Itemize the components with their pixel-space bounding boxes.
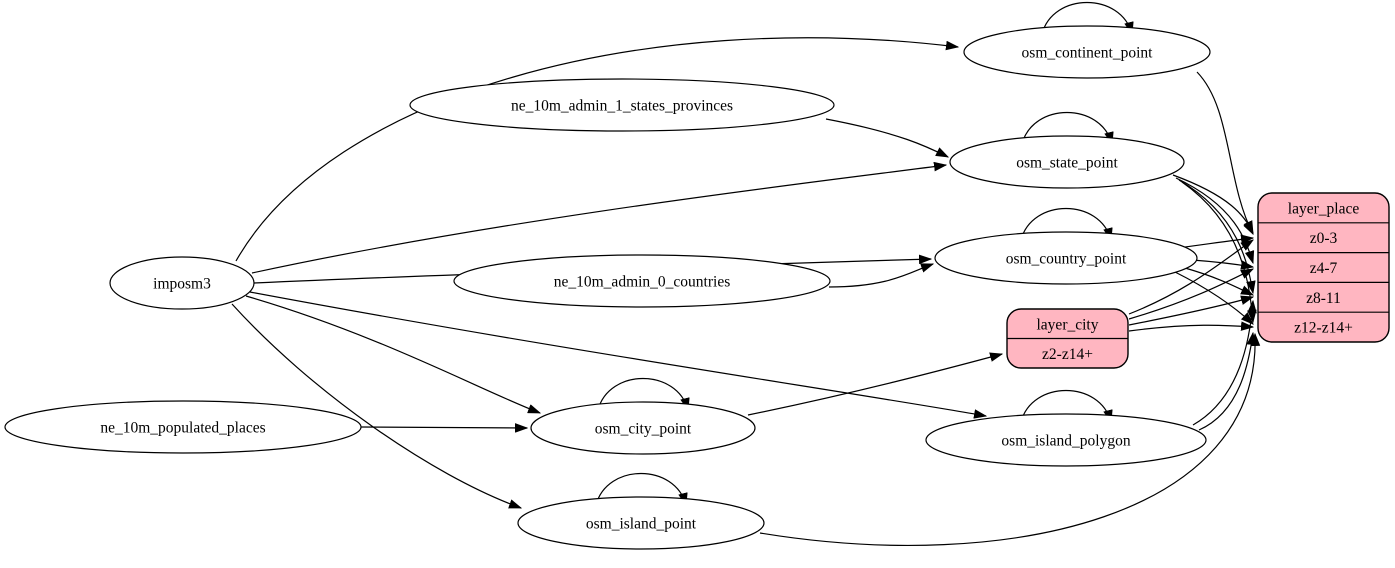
node-label-osm_country_point: osm_country_point	[1006, 251, 1127, 268]
node-osm_island_point: osm_island_point	[517, 496, 765, 550]
edge-layer_city-to-layer_place-z4-7	[1128, 268, 1255, 320]
edge-osm_state_point-to-layer_place-z8-11	[1178, 179, 1256, 295]
edge-imposm3-to-osm_island_polygon	[249, 291, 988, 419]
edge-osm_continent_point-to-layer_place-z0-3	[1196, 71, 1254, 236]
edge-osm_island_polygon-to-layer_place-z8-11	[1192, 299, 1257, 426]
record-title-layer_place: layer_place	[1288, 200, 1360, 217]
edge-osm_country_point-to-layer_place-z0-3	[1177, 234, 1255, 249]
node-label-osm_island_polygon: osm_island_polygon	[1001, 433, 1130, 450]
node-shape-ne_10m_admin_1_states_provinces	[409, 78, 835, 132]
edge-imposm3-to-osm_state_point	[251, 161, 948, 274]
edge-imposm3-to-osm_continent_point	[235, 37, 960, 262]
edge-layer	[231, 2, 1261, 546]
node-label-osm_state_point: osm_state_point	[1016, 155, 1118, 172]
record-layer_place: layer_place z0-3 z4-7 z8-11 z12-z14+	[1257, 192, 1390, 343]
node-ne_10m_populated_places: ne_10m_populated_places	[4, 400, 362, 454]
node-osm_island_polygon: osm_island_polygon	[925, 413, 1207, 467]
node-osm_city_point: osm_city_point	[530, 401, 756, 455]
record-title-layer_city: layer_city	[1037, 316, 1099, 333]
record-row-layer_place-z0-3: z0-3	[1310, 230, 1338, 247]
self-loop-osm_continent_point	[1041, 2, 1134, 36]
edge-osm_city_point-to-layer_city-z2-z14+	[747, 352, 1004, 416]
edge-imposm3-to-osm_city_point	[245, 295, 542, 414]
record-row-layer_place-z4-7: z4-7	[1310, 260, 1338, 277]
edge-layer_city-to-layer_place-z12-z14+	[1128, 321, 1255, 332]
node-shape-ne_10m_admin_0_countries	[453, 254, 831, 308]
edge-ne_10m_admin_0_countries-to-osm_country_point	[828, 263, 935, 288]
node-label-osm_island_point: osm_island_point	[586, 516, 697, 533]
node-shape-osm_island_polygon	[925, 413, 1207, 467]
self-loop-osm_country_point	[1020, 208, 1113, 242]
edge-layer_city-to-layer_place-z8-11	[1128, 295, 1255, 326]
record-row-layer_city-z2-z14+: z2-z14+	[1042, 346, 1093, 363]
node-label-ne_10m_admin_0_countries: ne_10m_admin_0_countries	[554, 274, 731, 291]
self-loop-osm_city_point	[597, 378, 690, 412]
edge-osm_country_point-to-layer_place-z4-7	[1191, 259, 1255, 270]
node-shape-osm_island_point	[517, 496, 765, 550]
node-label-ne_10m_admin_1_states_provinces: ne_10m_admin_1_states_provinces	[511, 98, 733, 115]
node-shape-ne_10m_populated_places	[4, 400, 362, 454]
node-shape-osm_continent_point	[963, 25, 1211, 79]
node-osm_state_point: osm_state_point	[949, 135, 1185, 189]
edge-osm_state_point-to-layer_place-z0-3	[1172, 174, 1254, 235]
edge-ne_10m_populated_places-to-osm_city_point	[360, 423, 529, 433]
node-shape-osm_state_point	[949, 135, 1185, 189]
node-shape-osm_city_point	[530, 401, 756, 455]
self-loop-osm_island_polygon	[1020, 390, 1113, 424]
self-loop-osm_state_point	[1021, 112, 1114, 146]
edge-layer_city-to-layer_place-z0-3	[1128, 239, 1254, 315]
record-shape-layer_place	[1257, 192, 1390, 343]
edge-osm_state_point-to-layer_place-z4-7	[1175, 177, 1255, 265]
node-label-osm_city_point: osm_city_point	[595, 421, 692, 438]
node-osm_country_point: osm_country_point	[934, 231, 1198, 285]
edge-osm_country_point-to-layer_place-z8-11	[1184, 267, 1255, 296]
record-row-layer_place-z12-z14+: z12-z14+	[1294, 320, 1353, 337]
edge-ne_10m_admin_1_states_provinces-to-osm_state_point	[825, 118, 950, 158]
edge-imposm3-to-osm_island_point	[231, 303, 523, 509]
node-shape-imposm3	[109, 256, 255, 310]
node-label-ne_10m_populated_places: ne_10m_populated_places	[100, 420, 265, 437]
node-label-osm_continent_point: osm_continent_point	[1022, 45, 1154, 62]
record-row-layer_place-z8-11: z8-11	[1306, 290, 1341, 307]
edge-osm_island_point-to-layer_place-z12-z14+	[759, 332, 1261, 546]
edge-osm_country_point-to-layer_place-z12-z14+	[1174, 271, 1254, 325]
node-osm_continent_point: osm_continent_point	[963, 25, 1211, 79]
node-ne_10m_admin_1_states_provinces: ne_10m_admin_1_states_provinces	[409, 78, 835, 132]
node-shape-osm_country_point	[934, 231, 1198, 285]
node-label-imposm3: imposm3	[153, 276, 211, 293]
node-ne_10m_admin_0_countries: ne_10m_admin_0_countries	[453, 254, 831, 308]
record-layer_city: layer_city z2-z14+	[1006, 308, 1129, 369]
node-imposm3: imposm3	[109, 256, 255, 310]
self-loop-osm_island_point	[595, 473, 688, 507]
